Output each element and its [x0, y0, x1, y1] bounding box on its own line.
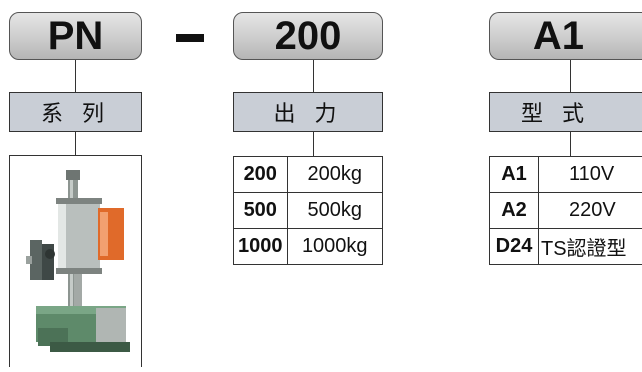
force-label: 出 力 — [274, 96, 343, 128]
connector-line — [570, 60, 571, 92]
type-code-box: A1 — [489, 12, 642, 60]
pneumatic-press-image — [10, 156, 141, 368]
force-code: 200 — [275, 14, 342, 59]
connector-line — [75, 132, 76, 155]
connector-line — [570, 132, 571, 156]
option-value: 500kg — [287, 193, 383, 229]
table-row: 1000 1000kg — [234, 229, 383, 265]
option-value: 200kg — [287, 157, 383, 193]
option-code: A1 — [490, 157, 539, 193]
option-value: 1000kg — [287, 229, 383, 265]
series-label-box: 系 列 — [9, 92, 142, 132]
table-row: D24 TS認證型 — [490, 229, 642, 265]
connector-line — [75, 60, 76, 92]
type-options-table: A1 110V A2 220V D24 TS認證型 — [489, 156, 642, 265]
separator-dash — [176, 34, 204, 42]
table-row: A2 220V — [490, 193, 642, 229]
option-code: D24 — [490, 229, 539, 265]
type-label-box: 型 式 — [489, 92, 642, 132]
force-code-box: 200 — [233, 12, 383, 60]
series-code-box: PN — [9, 12, 142, 60]
series-code: PN — [48, 14, 104, 59]
force-label-box: 出 力 — [233, 92, 383, 132]
option-code: A2 — [490, 193, 539, 229]
force-options-table: 200 200kg 500 500kg 1000 1000kg — [233, 156, 383, 265]
option-code: 500 — [234, 193, 288, 229]
table-row: 200 200kg — [234, 157, 383, 193]
product-photo-frame — [9, 155, 142, 367]
option-code: 1000 — [234, 229, 288, 265]
connector-line — [313, 132, 314, 156]
table-row: A1 110V — [490, 157, 642, 193]
table-row: 500 500kg — [234, 193, 383, 229]
series-label: 系 列 — [41, 96, 110, 128]
type-code: A1 — [533, 14, 584, 59]
connector-line — [313, 60, 314, 92]
type-label: 型 式 — [521, 96, 590, 128]
option-value: 110V — [539, 157, 642, 193]
option-value: 220V — [539, 193, 642, 229]
option-value: TS認證型 — [539, 229, 642, 265]
option-code: 200 — [234, 157, 288, 193]
